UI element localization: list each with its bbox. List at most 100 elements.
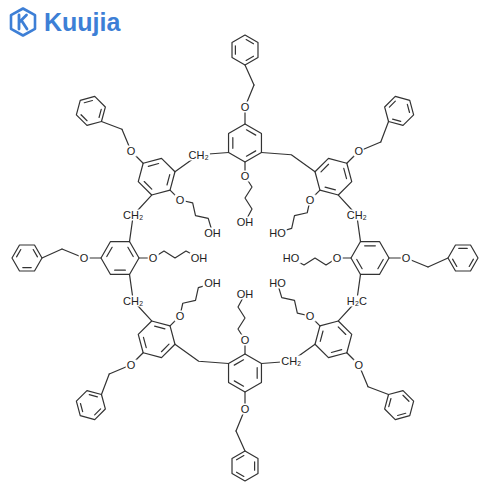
benzene-ring bbox=[229, 354, 262, 392]
atom-label: O bbox=[354, 359, 365, 370]
bond-line bbox=[167, 175, 170, 185]
bond-line bbox=[245, 65, 254, 85]
bond-line bbox=[459, 248, 467, 249]
atom-label: HO bbox=[268, 227, 287, 238]
bond-line bbox=[17, 250, 21, 257]
bond-line bbox=[84, 101, 92, 103]
atom-label: O bbox=[240, 102, 251, 113]
bond-line bbox=[261, 153, 315, 172]
bond-line bbox=[232, 138, 233, 149]
atom-label: O bbox=[401, 253, 412, 264]
bond-line bbox=[403, 395, 409, 401]
atom-label: O bbox=[175, 195, 186, 206]
benzene-ring bbox=[12, 245, 42, 271]
bond-line bbox=[95, 409, 101, 415]
bond-line bbox=[428, 258, 448, 267]
atom-label: O bbox=[79, 253, 90, 264]
bond-line bbox=[453, 259, 457, 266]
bond-line bbox=[246, 151, 255, 156]
benzene-ring bbox=[232, 451, 258, 481]
atom-label: OH bbox=[203, 227, 222, 238]
bond-line bbox=[42, 249, 62, 258]
bond-line bbox=[155, 326, 165, 329]
bond-line bbox=[235, 46, 236, 54]
bond-line bbox=[368, 387, 389, 395]
atom-label: O bbox=[354, 146, 365, 157]
bond-line bbox=[144, 182, 152, 190]
atom-label: O bbox=[240, 171, 251, 182]
benzene-ring bbox=[76, 96, 105, 125]
benzene-ring bbox=[229, 124, 262, 162]
atom-label: O bbox=[148, 253, 159, 264]
bond-line bbox=[170, 283, 212, 325]
benzene-ring bbox=[385, 96, 414, 125]
bond-line bbox=[357, 259, 362, 268]
atom-label: CH₂ bbox=[280, 356, 302, 367]
bond-line bbox=[80, 403, 82, 411]
bond-line bbox=[246, 56, 253, 60]
bond-line bbox=[325, 187, 335, 190]
bond-line bbox=[321, 164, 329, 172]
benzene-ring bbox=[138, 321, 175, 358]
atom-label: O bbox=[126, 146, 137, 157]
atom-label: H₂C bbox=[346, 295, 368, 306]
atom-label: O bbox=[175, 310, 186, 321]
bond-line bbox=[115, 270, 126, 271]
atom-label: CH₂ bbox=[188, 149, 210, 160]
benzene-ring bbox=[101, 242, 139, 275]
atom-label: CH₂ bbox=[346, 210, 368, 221]
bond-line bbox=[143, 337, 146, 347]
bond-line bbox=[381, 122, 389, 143]
benzene-ring bbox=[76, 391, 105, 420]
bond-line bbox=[246, 40, 253, 44]
bond-line bbox=[33, 250, 37, 257]
bond-line bbox=[101, 374, 109, 395]
atom-label: O bbox=[240, 404, 251, 415]
bond-line bbox=[23, 267, 31, 268]
bond-line bbox=[254, 462, 255, 470]
bond-line bbox=[237, 472, 244, 476]
bond-line bbox=[344, 168, 347, 178]
bond-line bbox=[257, 368, 258, 379]
benzene-ring bbox=[138, 158, 175, 195]
benzene-ring bbox=[385, 391, 414, 420]
bond-line bbox=[398, 413, 406, 415]
bond-line bbox=[338, 327, 346, 335]
atom-label: O bbox=[305, 310, 316, 321]
benzene-ring bbox=[315, 158, 352, 195]
atom-label: HO bbox=[282, 253, 301, 264]
benzene-ring bbox=[448, 245, 478, 271]
bond-line bbox=[148, 164, 158, 167]
bond-line bbox=[101, 122, 122, 130]
benzene-ring bbox=[315, 321, 352, 358]
bond-line bbox=[89, 395, 97, 397]
bond-line bbox=[128, 247, 133, 256]
bond-line bbox=[81, 115, 87, 121]
atom-label: OH bbox=[203, 278, 222, 289]
atom-label: O bbox=[305, 195, 316, 206]
bond-line bbox=[175, 344, 229, 363]
bond-line bbox=[393, 119, 401, 121]
bond-line bbox=[246, 130, 255, 135]
bond-line bbox=[278, 283, 320, 325]
bond-line bbox=[378, 259, 383, 268]
benzene-ring bbox=[351, 242, 389, 275]
atom-label: O bbox=[126, 359, 137, 370]
bond-line bbox=[234, 360, 243, 365]
bond-line bbox=[237, 456, 244, 460]
bond-line bbox=[469, 259, 473, 266]
bond-line bbox=[107, 247, 112, 256]
bond-line bbox=[389, 399, 391, 407]
atom-label: O bbox=[240, 335, 251, 346]
atom-label: O bbox=[332, 253, 343, 264]
bond-line bbox=[407, 104, 409, 112]
atom-label: OH bbox=[236, 217, 255, 228]
atom-label: CH₂ bbox=[122, 210, 144, 221]
atom-label: OH bbox=[190, 253, 209, 264]
bond-line bbox=[365, 245, 376, 246]
logo-text: Kuujia bbox=[44, 10, 120, 35]
atom-label: OH bbox=[236, 289, 255, 300]
bond-line bbox=[389, 101, 395, 107]
bond-line bbox=[331, 350, 341, 353]
